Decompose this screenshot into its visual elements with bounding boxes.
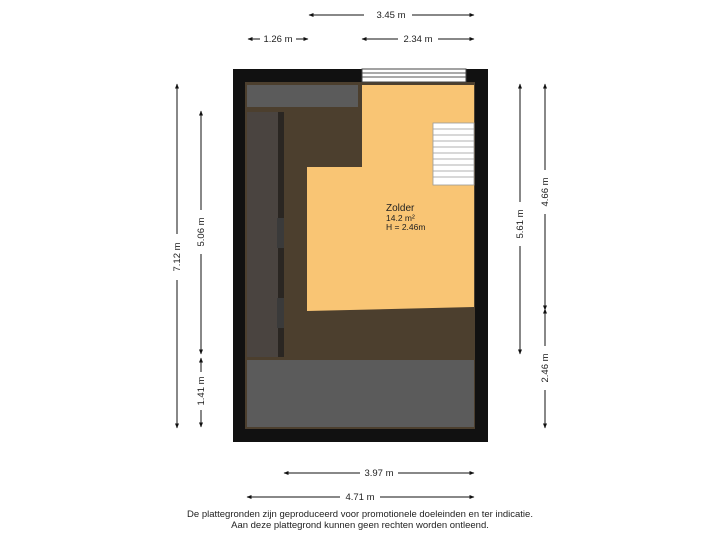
disclaimer-line-2: Aan deze plattegrond kunnen geen rechten… [231,520,489,531]
left-cabinet [247,112,278,357]
top-storage [247,85,358,107]
cabinet-door-mark [277,298,284,328]
window [362,69,466,82]
dim-bottom-outer: 4.71 m [345,492,374,503]
stairs [432,122,475,186]
dim-left-upper: 5.06 m [196,217,207,246]
dim-left-total: 7.12 m [172,242,183,271]
dim-left-lower: 1.41 m [196,376,207,405]
dim-right-inner: 5.61 m [515,209,526,238]
dim-right-upper: 4.66 m [540,177,551,206]
dim-top-total: 3.45 m [376,10,405,21]
disclaimer: De plattegronden zijn geproduceerd voor … [0,509,720,531]
window-frame [361,68,467,83]
dim-top-left: 1.26 m [263,34,292,45]
room-floor-zolder [307,85,474,311]
cabinet-door-mark [277,218,284,248]
dim-right-lower: 2.46 m [540,353,551,382]
room-area: 14.2 m² [386,213,415,223]
bottom-storage [247,360,474,427]
disclaimer-line-1: De plattegronden zijn geproduceerd voor … [187,509,533,520]
dim-bottom-inner: 3.97 m [364,468,393,479]
room-height: H = 2.46m [386,222,425,232]
dim-top-right: 2.34 m [403,34,432,45]
room-name: Zolder [386,203,415,214]
